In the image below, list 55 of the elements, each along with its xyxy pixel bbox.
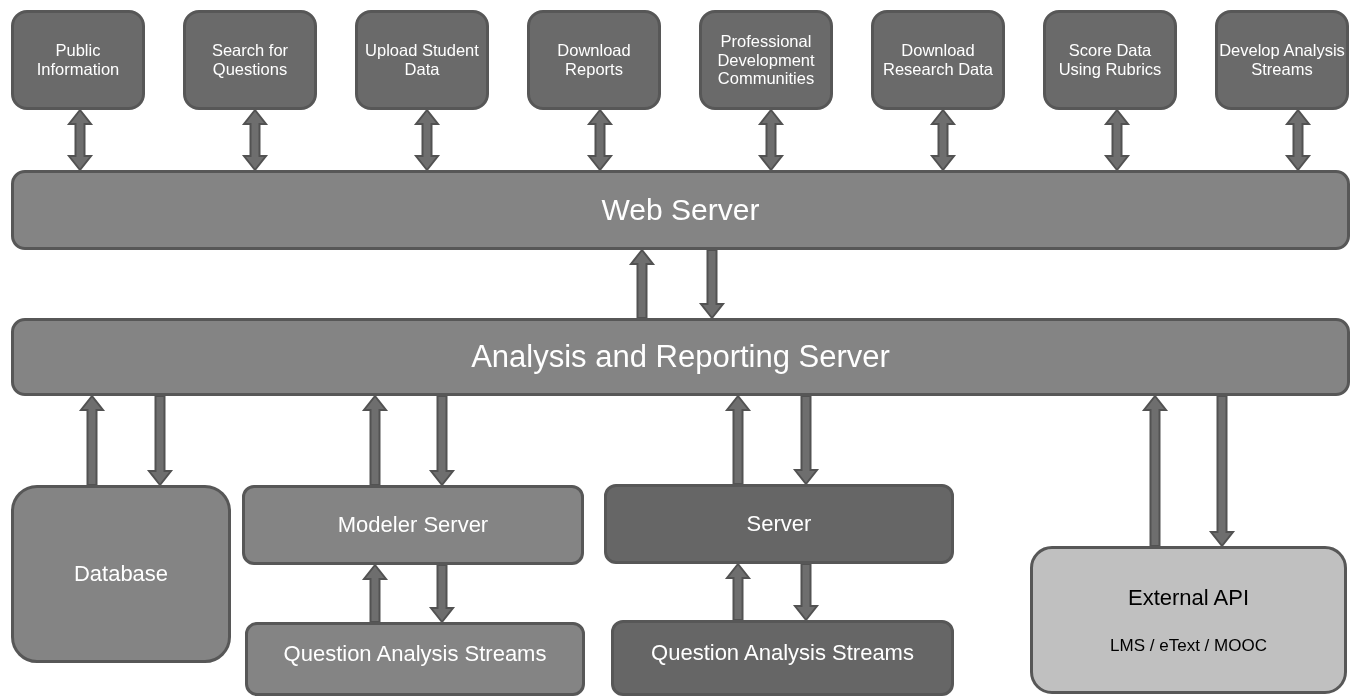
arrow	[757, 108, 785, 172]
feature-box	[527, 10, 661, 110]
arrow	[1284, 108, 1312, 172]
stream-box	[245, 622, 585, 696]
stream-box	[611, 620, 954, 696]
database-box	[11, 485, 231, 663]
node-label: Question Analysis Streams	[651, 640, 914, 666]
arrow	[428, 564, 456, 624]
arrow	[428, 395, 456, 487]
arrow	[413, 108, 441, 172]
arrow	[724, 562, 752, 621]
server-box	[242, 485, 584, 565]
arrow	[146, 395, 174, 487]
node-label: Question Analysis Streams	[283, 641, 547, 667]
feature-box	[1043, 10, 1177, 110]
node-label: Search for Questions	[210, 41, 290, 79]
node-label: Develop Analysis Streams	[1218, 41, 1346, 79]
arrow	[78, 394, 106, 486]
node-label: Server	[746, 511, 812, 537]
arrow	[361, 394, 389, 486]
arrow	[361, 563, 389, 623]
server-box	[604, 484, 954, 564]
arrow	[792, 563, 820, 622]
arrow	[1141, 394, 1169, 547]
arrow	[628, 248, 656, 319]
node-label: Analysis and Reporting Server	[471, 339, 890, 375]
feature-box	[11, 10, 145, 110]
node-label: Modeler Server	[337, 512, 489, 538]
arrow	[241, 108, 269, 172]
node-label: Score Data Using Rubrics	[1057, 41, 1163, 79]
node-label: External API	[1127, 584, 1250, 610]
feature-box	[355, 10, 489, 110]
feature-box	[699, 10, 833, 110]
feature-box	[871, 10, 1005, 110]
feature-box	[1215, 10, 1349, 110]
arrow	[929, 108, 957, 172]
arrow	[66, 108, 94, 172]
arrow	[586, 108, 614, 172]
server-bar	[11, 318, 1350, 396]
node-label: Professional Development Communities	[716, 31, 816, 89]
node-subtitle: LMS / eText / MOOC	[1110, 635, 1267, 656]
node-label: Upload Student Data	[364, 41, 480, 79]
arrow	[1208, 395, 1236, 548]
node-label: Public Information	[35, 41, 121, 79]
arrow	[724, 394, 752, 485]
node-label: Download Reports	[556, 41, 632, 79]
api-box	[1030, 546, 1347, 694]
arrow	[792, 395, 820, 486]
feature-box	[183, 10, 317, 110]
node-label: Web Server	[601, 192, 760, 228]
node-label: Database	[73, 561, 169, 587]
arrow	[1103, 108, 1131, 172]
arrow	[698, 249, 726, 320]
node-label: Download Research Data	[881, 41, 995, 79]
server-bar	[11, 170, 1350, 250]
